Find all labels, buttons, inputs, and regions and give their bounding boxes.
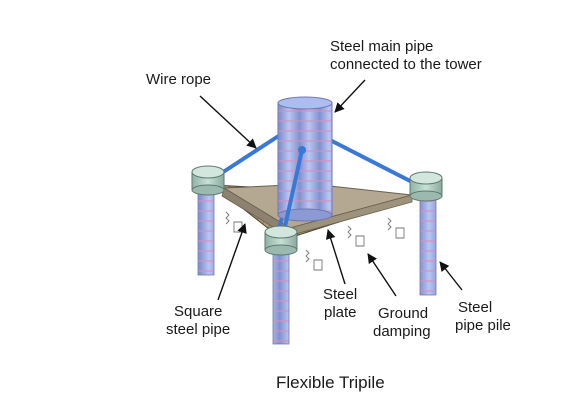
label-ground-damping-line1: Ground (378, 304, 428, 323)
label-steel-plate-line2: plate (324, 303, 357, 322)
label-pipe-pile-line1: Steel (458, 298, 492, 317)
main-pipe (278, 97, 332, 240)
label-ground-damping-line2: damping (373, 322, 431, 341)
pile-cap-right (410, 172, 442, 201)
arrow-pipe-pile (440, 262, 462, 290)
arrow-steel-plate (328, 230, 345, 284)
label-pipe-pile-line2: pipe pile (455, 316, 511, 335)
arrow-main-pipe (335, 80, 365, 112)
pile-left (198, 185, 214, 275)
pile-cap-front (265, 226, 297, 255)
label-square-pipe-line1: Square (174, 302, 222, 321)
arrow-ground-damping (368, 254, 396, 296)
arrow-square-pipe (218, 224, 245, 300)
label-steel-plate-line1: Steel (323, 285, 357, 304)
pile-cap-left (192, 166, 224, 195)
label-square-pipe-line2: steel pipe (166, 320, 230, 339)
label-main-pipe-line1: Steel main pipe (330, 37, 433, 56)
label-main-pipe-line2: connected to the tower (330, 55, 482, 74)
pile-front (273, 244, 289, 344)
arrow-wire-rope (200, 96, 256, 148)
figure-caption: Flexible Tripile (276, 373, 385, 392)
pile-right (420, 193, 436, 295)
label-wire-rope: Wire rope (146, 70, 211, 89)
